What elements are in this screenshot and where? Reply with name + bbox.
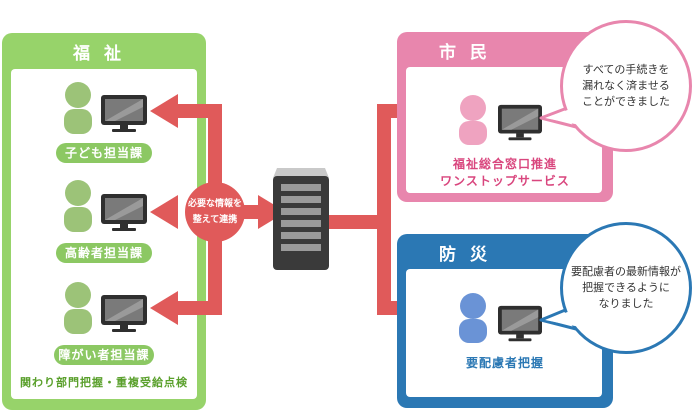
person-icon <box>459 95 487 145</box>
citizen-caption-line1: 福祉総合窓口推進 <box>452 157 557 171</box>
monitor-icon <box>101 295 147 332</box>
citizen-bubble-text: すべての手続きを 漏れなく済ませる ことができました <box>582 63 670 108</box>
monitor-icon <box>498 104 542 141</box>
person-icon <box>64 282 92 334</box>
server-icon <box>273 168 329 270</box>
disaster-title: 防災 <box>439 245 501 265</box>
department-pill[interactable]: 高齢者担当課 <box>56 243 152 263</box>
arrow-to-department-3 <box>150 291 222 325</box>
disaster-bubble-text: 要配慮者の最新情報が 把握できるように なりました <box>571 265 681 310</box>
arrow-to-department-2 <box>150 195 178 229</box>
welfare-footer: 関わり部門把握・重複受給点検 <box>20 376 188 389</box>
right-trunk-line <box>377 104 391 314</box>
hub-circle <box>185 182 245 242</box>
welfare-title: 福祉 <box>73 44 135 64</box>
arrow-to-server <box>258 195 286 229</box>
hub-label: 必要な情報を 整えて連携 <box>187 199 242 225</box>
disaster-speech-bubble <box>560 222 692 354</box>
person-icon <box>459 293 487 343</box>
person-icon <box>64 180 92 232</box>
citizen-title: 市民 <box>439 43 501 63</box>
department-pill[interactable]: 障がい者担当課 <box>54 345 154 365</box>
monitor-icon <box>101 194 147 231</box>
arrow-to-department-1 <box>150 94 222 128</box>
citizen-speech-bubble <box>560 20 692 152</box>
server-out-line <box>318 215 380 229</box>
monitor-icon <box>101 95 147 132</box>
monitor-icon <box>498 305 542 342</box>
department-pill[interactable]: 子ども担当課 <box>56 143 152 163</box>
citizen-caption-line2: ワンストップサービス <box>440 174 570 188</box>
disaster-caption: 要配慮者把握 <box>465 356 544 370</box>
person-icon <box>64 82 92 134</box>
